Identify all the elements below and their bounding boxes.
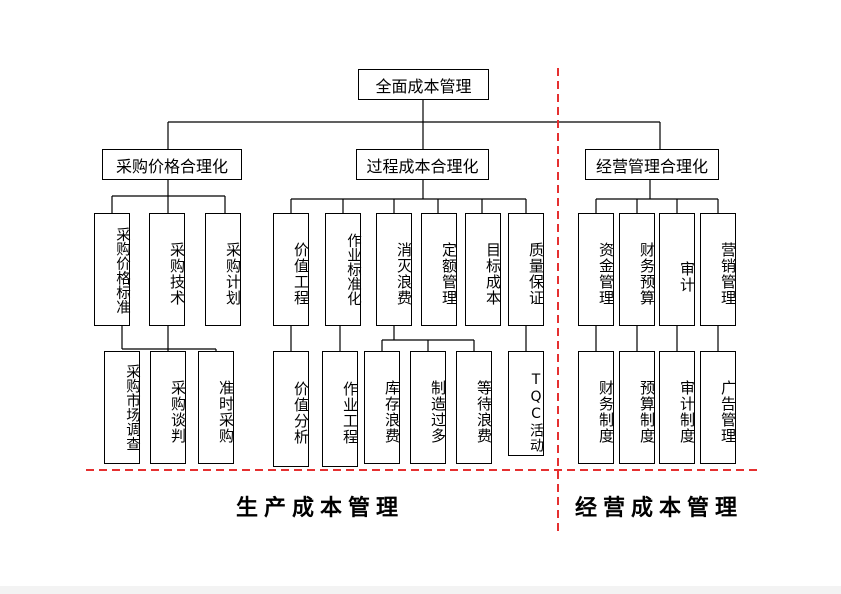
node-purchase-price-standard: 采购价格标准 [94, 213, 130, 326]
production-cost-label: 生产成本管理 [236, 495, 405, 521]
node-purchase-negotiation: 采购谈判 [150, 351, 187, 464]
node-tqc-activity: TQC活动 [508, 351, 544, 456]
node-target-cost: 目标成本 [465, 213, 501, 326]
node-eliminate-waste: 消灭浪费 [376, 213, 412, 326]
node-value-engineering: 价值工程 [273, 213, 309, 326]
node-purchase-plan: 采购计划 [205, 213, 241, 326]
node-work-standardization: 作业标准化 [325, 213, 361, 326]
node-waiting-waste: 等待浪费 [456, 351, 493, 464]
node-budget-system: 预算制度 [619, 351, 656, 464]
node-quota-management: 定额管理 [421, 213, 457, 326]
node-marketing-management: 营销管理 [700, 213, 736, 326]
node-advertising-management: 广告管理 [700, 351, 737, 464]
bottom-edge-strip [0, 586, 841, 594]
node-financial-budget: 财务预算 [619, 213, 655, 326]
node-overproduction: 制造过多 [410, 351, 447, 464]
node-market-survey: 采购市场调查 [104, 351, 140, 464]
node-inventory-waste: 库存浪费 [364, 351, 401, 464]
operation-cost-label: 经营成本管理 [575, 495, 744, 521]
node-quality-assurance: 质量保证 [508, 213, 544, 326]
branch-operation-management: 经营管理合理化 [585, 149, 719, 180]
root-node: 全面成本管理 [358, 69, 489, 100]
node-value-analysis: 价值分析 [273, 351, 310, 467]
node-work-engineering: 作业工程 [322, 351, 359, 467]
node-audit-system: 审计制度 [659, 351, 696, 464]
branch-purchase-price: 采购价格合理化 [102, 149, 242, 180]
node-purchase-technology: 采购技术 [149, 213, 185, 326]
branch-process-cost: 过程成本合理化 [356, 149, 489, 180]
node-jit-purchase: 准时采购 [198, 351, 235, 464]
node-financial-system: 财务制度 [578, 351, 615, 464]
node-fund-management: 资金管理 [578, 213, 614, 326]
node-audit: 审计 [659, 213, 696, 326]
